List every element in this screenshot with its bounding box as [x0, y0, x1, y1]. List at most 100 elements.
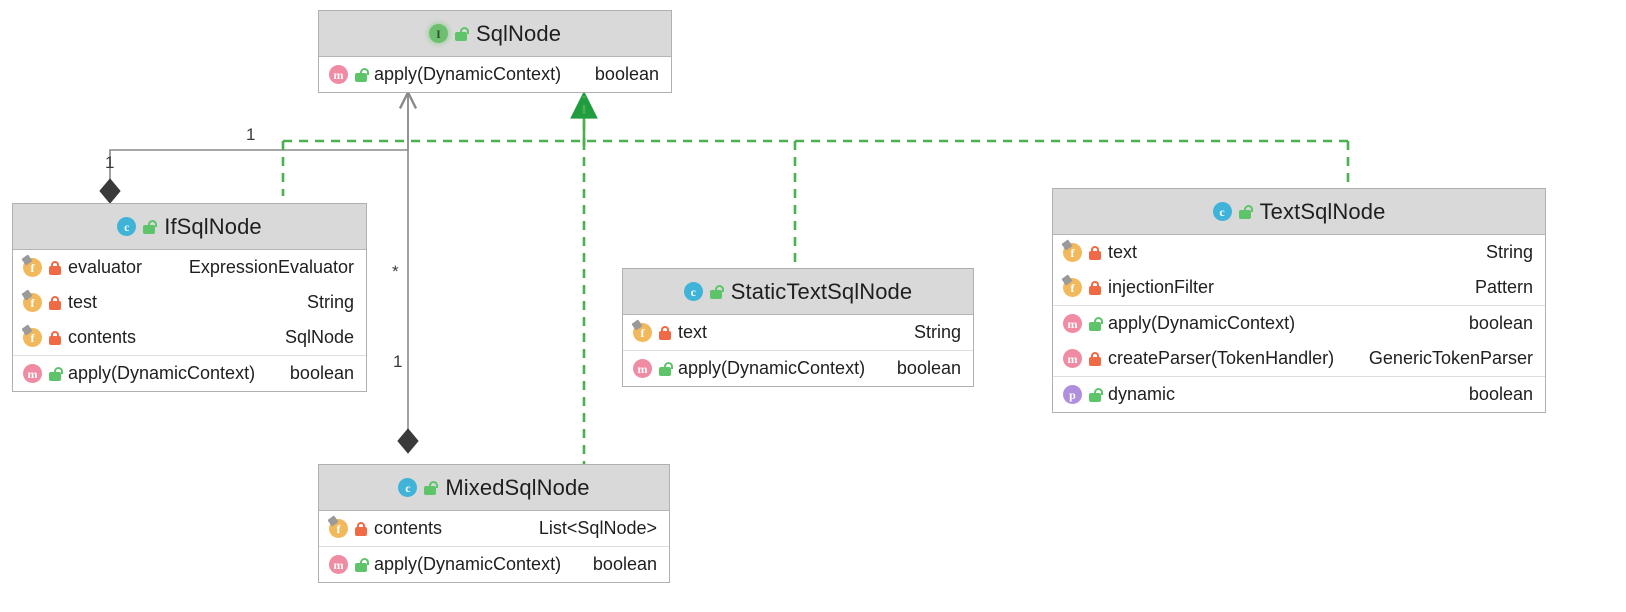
- member-name: dynamic: [1108, 384, 1176, 404]
- member-type: List<SqlNode>: [538, 518, 657, 538]
- mixedsqlnode-fields-section: f contents List<SqlNode>: [319, 511, 669, 546]
- member-row[interactable]: m createParser(TokenHandler) GenericToke…: [1053, 341, 1545, 376]
- member-row[interactable]: f test String: [13, 285, 366, 320]
- multiplicity-mixed-star: *: [392, 262, 399, 281]
- field-icon: f: [631, 319, 652, 342]
- statictextsqlnode-methods-section: m apply(DynamicContext) boolean: [623, 350, 973, 386]
- unlock-public-icon: [454, 26, 469, 41]
- method-icon: m: [1063, 314, 1082, 333]
- member-name: text: [1108, 242, 1138, 262]
- unlock-public-icon: [355, 557, 369, 572]
- member-type: boolean: [592, 554, 657, 574]
- class-name-sqlnode: SqlNode: [475, 20, 562, 46]
- member-row[interactable]: m apply(DynamicContext) boolean: [13, 356, 366, 391]
- member-name: createParser(TokenHandler): [1108, 348, 1335, 368]
- method-icon: m: [1063, 349, 1082, 368]
- edge-mixedsqlnode-to-sqlnode: [397, 94, 419, 454]
- member-type: boolean: [896, 358, 961, 378]
- class-box-sqlnode[interactable]: I SqlNode m apply(DynamicContext) boolea…: [318, 10, 672, 93]
- member-type: String: [1485, 242, 1533, 262]
- class-icon: c: [398, 478, 418, 497]
- class-box-ifsqlnode[interactable]: c IfSqlNode f evaluator ExpressionEvalua…: [12, 203, 367, 392]
- unlock-public-icon: [143, 219, 158, 234]
- method-icon: m: [23, 364, 42, 383]
- lock-private-icon: [49, 260, 61, 275]
- multiplicity-if-source: 1: [105, 153, 115, 172]
- class-name-ifsqlnode: IfSqlNode: [164, 213, 262, 239]
- member-type: SqlNode: [284, 327, 354, 347]
- lock-private-icon: [1089, 351, 1101, 366]
- member-type: boolean: [1468, 384, 1533, 404]
- class-box-mixedsqlnode-header: c MixedSqlNode: [319, 465, 669, 511]
- member-row[interactable]: f text String: [1053, 235, 1545, 270]
- class-box-ifsqlnode-header: c IfSqlNode: [13, 204, 366, 250]
- unlock-public-icon: [424, 480, 439, 495]
- member-name: apply(DynamicContext): [678, 358, 866, 378]
- member-name: injectionFilter: [1108, 277, 1215, 297]
- member-name: contents: [68, 327, 137, 347]
- member-name: test: [68, 292, 98, 312]
- member-name: apply(DynamicContext): [374, 64, 562, 84]
- member-name: contents: [374, 518, 443, 538]
- unlock-public-icon: [659, 361, 673, 376]
- class-box-mixedsqlnode[interactable]: c MixedSqlNode f contents List<SqlNode> …: [318, 464, 670, 583]
- field-icon: f: [327, 515, 348, 538]
- member-name: text: [678, 322, 708, 342]
- multiplicity-if-target: 1: [246, 125, 256, 144]
- member-name: apply(DynamicContext): [374, 554, 562, 574]
- method-icon: m: [329, 65, 348, 84]
- edge-ifsqlnode-to-sqlnode: [99, 94, 408, 204]
- member-type: Pattern: [1474, 277, 1533, 297]
- member-row[interactable]: m apply(DynamicContext) boolean: [319, 547, 669, 582]
- class-name-mixedsqlnode: MixedSqlNode: [445, 474, 590, 500]
- unlock-public-icon: [709, 284, 724, 299]
- multiplicity-mixed-one: 1: [393, 352, 403, 371]
- member-type: String: [913, 322, 961, 342]
- method-icon: m: [633, 359, 652, 378]
- member-type: GenericTokenParser: [1368, 348, 1533, 368]
- member-name: evaluator: [68, 257, 143, 277]
- member-row[interactable]: p dynamic boolean: [1053, 377, 1545, 412]
- class-name-statictextsqlnode: StaticTextSqlNode: [730, 278, 913, 304]
- lock-private-icon: [1089, 245, 1101, 260]
- ifsqlnode-methods-section: m apply(DynamicContext) boolean: [13, 355, 366, 391]
- member-name: apply(DynamicContext): [1108, 313, 1296, 333]
- interface-icon: I: [428, 24, 448, 43]
- class-box-statictextsqlnode[interactable]: c StaticTextSqlNode f text String m appl…: [622, 268, 974, 387]
- ifsqlnode-fields-section: f evaluator ExpressionEvaluator f test S…: [13, 250, 366, 355]
- sqlnode-methods-section: m apply(DynamicContext) boolean: [319, 57, 671, 92]
- class-box-textsqlnode-header: c TextSqlNode: [1053, 189, 1545, 235]
- member-type: ExpressionEvaluator: [188, 257, 354, 277]
- statictextsqlnode-fields-section: f text String: [623, 315, 973, 350]
- class-box-sqlnode-header: I SqlNode: [319, 11, 671, 57]
- member-row[interactable]: f contents SqlNode: [13, 320, 366, 355]
- member-row[interactable]: f injectionFilter Pattern: [1053, 270, 1545, 305]
- textsqlnode-fields-section: f text String f injectionFilter Pattern: [1053, 235, 1545, 305]
- member-row[interactable]: f contents List<SqlNode>: [319, 511, 669, 546]
- member-name: apply(DynamicContext): [68, 363, 256, 383]
- member-row[interactable]: m apply(DynamicContext) boolean: [623, 351, 973, 386]
- member-type: String: [306, 292, 354, 312]
- unlock-public-icon: [1089, 387, 1103, 402]
- lock-private-icon: [49, 330, 61, 345]
- class-icon: c: [117, 217, 137, 236]
- field-icon: f: [21, 289, 42, 312]
- member-type: boolean: [1468, 313, 1533, 333]
- lock-private-icon: [659, 325, 671, 340]
- unlock-public-icon: [49, 366, 63, 381]
- member-row[interactable]: m apply(DynamicContext) boolean: [319, 57, 671, 92]
- field-icon: f: [21, 324, 42, 347]
- field-icon: f: [21, 254, 42, 277]
- lock-private-icon: [1089, 280, 1101, 295]
- mixedsqlnode-methods-section: m apply(DynamicContext) boolean: [319, 546, 669, 582]
- member-row[interactable]: f evaluator ExpressionEvaluator: [13, 250, 366, 285]
- unlock-public-icon: [355, 67, 369, 82]
- member-row[interactable]: f text String: [623, 315, 973, 350]
- class-box-textsqlnode[interactable]: c TextSqlNode f text String f injectionF…: [1052, 188, 1546, 413]
- lock-private-icon: [49, 295, 61, 310]
- member-row[interactable]: m apply(DynamicContext) boolean: [1053, 306, 1545, 341]
- member-type: boolean: [594, 64, 659, 84]
- textsqlnode-methods-section: m apply(DynamicContext) boolean m create…: [1053, 305, 1545, 376]
- member-type: boolean: [289, 363, 354, 383]
